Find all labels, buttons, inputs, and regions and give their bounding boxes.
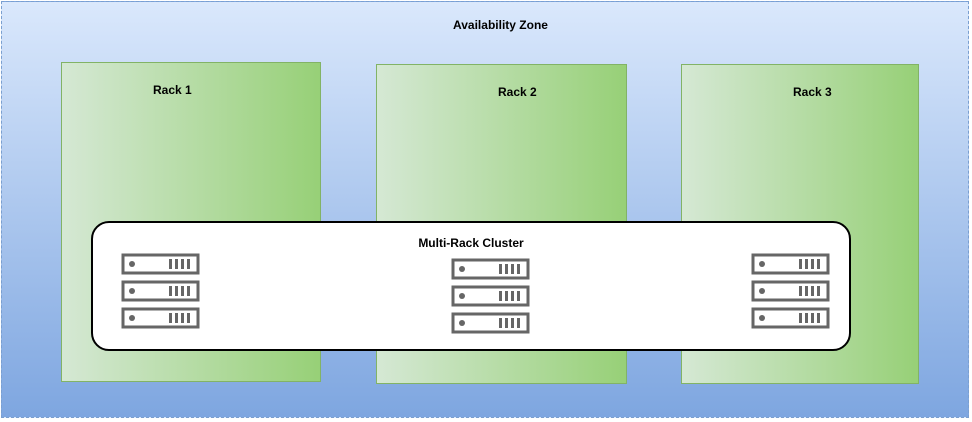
rack-2-label: Rack 2 [498,85,537,99]
rack-3-label: Rack 3 [793,85,832,99]
server-icon [751,253,830,329]
server-stack-icon [121,253,201,333]
server-icon [451,258,530,334]
server-icon [121,253,200,329]
server-stack-icon [751,253,831,333]
cluster-title: Multi-Rack Cluster [418,236,524,250]
rack-1-label: Rack 1 [153,83,192,97]
server-stack-icon [451,258,531,338]
